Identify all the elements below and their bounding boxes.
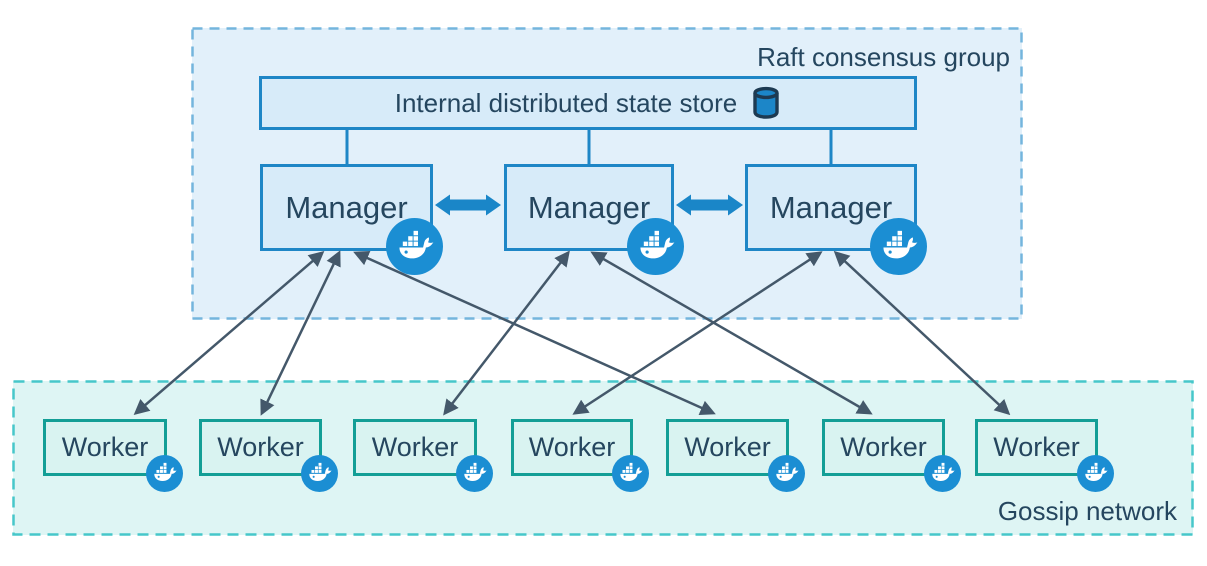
worker-node-7: Worker xyxy=(975,419,1114,492)
worker-node-6: Worker xyxy=(822,419,961,492)
manager-node-1: Manager xyxy=(260,164,443,275)
worker-label: Worker xyxy=(993,432,1080,462)
docker-whale-icon xyxy=(301,455,338,492)
manager-label: Manager xyxy=(769,189,893,225)
manager-label: Manager xyxy=(285,189,408,225)
worker-node-5: Worker xyxy=(666,419,805,492)
worker-label: Worker xyxy=(217,432,304,462)
raft-group-label: Raft consensus group xyxy=(757,42,1010,72)
docker-whale-icon xyxy=(386,218,443,275)
docker-whale-icon xyxy=(870,218,927,275)
worker-label: Worker xyxy=(684,432,771,462)
manager-node-2: Manager xyxy=(504,164,684,275)
docker-whale-icon xyxy=(456,455,493,492)
worker-node-2: Worker xyxy=(199,419,338,492)
docker-whale-icon xyxy=(1077,455,1114,492)
worker-label: Worker xyxy=(371,432,459,462)
worker-label: Worker xyxy=(840,432,927,462)
manager-label: Manager xyxy=(527,189,651,225)
docker-whale-icon xyxy=(612,455,649,492)
docker-whale-icon xyxy=(146,455,183,492)
gossip-network-label: Gossip network xyxy=(997,496,1177,526)
docker-whale-icon xyxy=(627,218,684,275)
docker-whale-icon xyxy=(924,455,961,492)
manager-node-3: Manager xyxy=(745,164,927,275)
worker-node-3: Worker xyxy=(353,419,493,492)
database-icon xyxy=(753,86,779,119)
state-store-label: Internal distributed state store xyxy=(394,87,738,118)
worker-label: Worker xyxy=(61,432,149,462)
worker-label: Worker xyxy=(528,432,616,462)
docker-whale-icon xyxy=(768,455,805,492)
worker-node-4: Worker xyxy=(511,419,649,492)
state-store-box: Internal distributed state store xyxy=(259,76,917,130)
worker-node-1: Worker xyxy=(43,419,183,492)
